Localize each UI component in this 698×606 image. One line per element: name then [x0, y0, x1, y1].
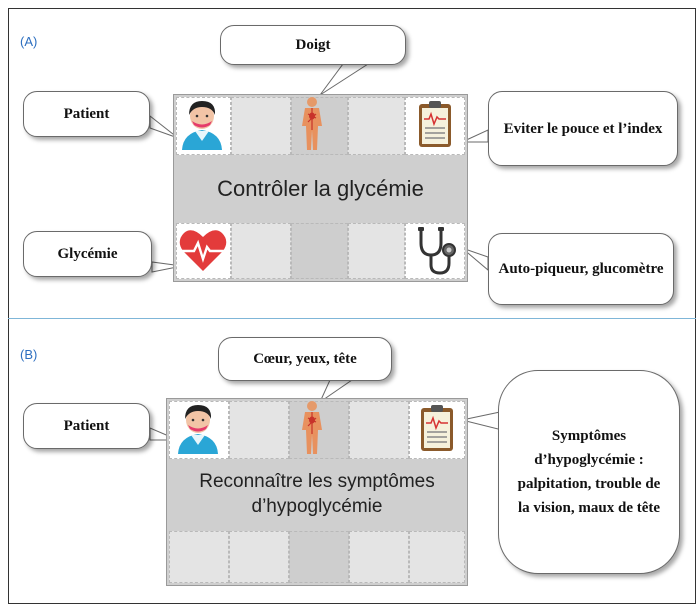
- grid-cell: [349, 401, 409, 459]
- grid-cell: [291, 223, 348, 279]
- grid-cell: [229, 531, 289, 583]
- action-label: Reconnaître les symptômes d’hypoglycémie: [199, 471, 435, 517]
- patient-icon: [177, 96, 227, 152]
- bubble-coeur-yeux-tete: Cœur, yeux, tête: [218, 337, 392, 381]
- bubble-symptomes-hypoglycemie: Symptômes d’hypoglycémie : palpitation, …: [498, 370, 680, 574]
- bubble-patient: Patient: [23, 91, 150, 137]
- patient-icon: [172, 400, 224, 456]
- panel-b-grid: Reconnaître les symptômes d’hypoglycémie: [166, 398, 468, 586]
- grid-cell: [229, 401, 289, 459]
- grid-cell: [348, 97, 405, 155]
- grid-cell: [289, 531, 349, 583]
- grid-cell: [349, 531, 409, 583]
- anatomy-body-icon: [292, 399, 332, 457]
- bubble-glycemie: Glycémie: [23, 231, 152, 277]
- panel-separator: [8, 318, 696, 319]
- panel-b-label: (B): [20, 347, 38, 362]
- action-label: Contrôler la glycémie: [217, 176, 424, 201]
- grid-cell: [409, 531, 465, 583]
- grid-cell: [231, 223, 291, 279]
- grid-cell: [348, 223, 405, 279]
- bubble-auto-piqueur-glucometre: Auto-piqueur, glucomètre: [488, 233, 674, 305]
- heart-pulse-icon: [177, 223, 229, 277]
- panel-a-label: (A): [20, 34, 38, 49]
- clipboard-icon: [410, 96, 460, 152]
- clipboard-icon: [412, 400, 462, 456]
- grid-cell: [231, 97, 291, 155]
- bubble-eviter-pouce-index: Eviter le pouce et l’index: [488, 91, 678, 166]
- bubble-doigt: Doigt: [220, 25, 406, 65]
- anatomy-body-icon: [292, 95, 332, 153]
- bubble-patient: Patient: [23, 403, 150, 449]
- stethoscope-icon: [410, 223, 462, 279]
- grid-cell: [169, 531, 229, 583]
